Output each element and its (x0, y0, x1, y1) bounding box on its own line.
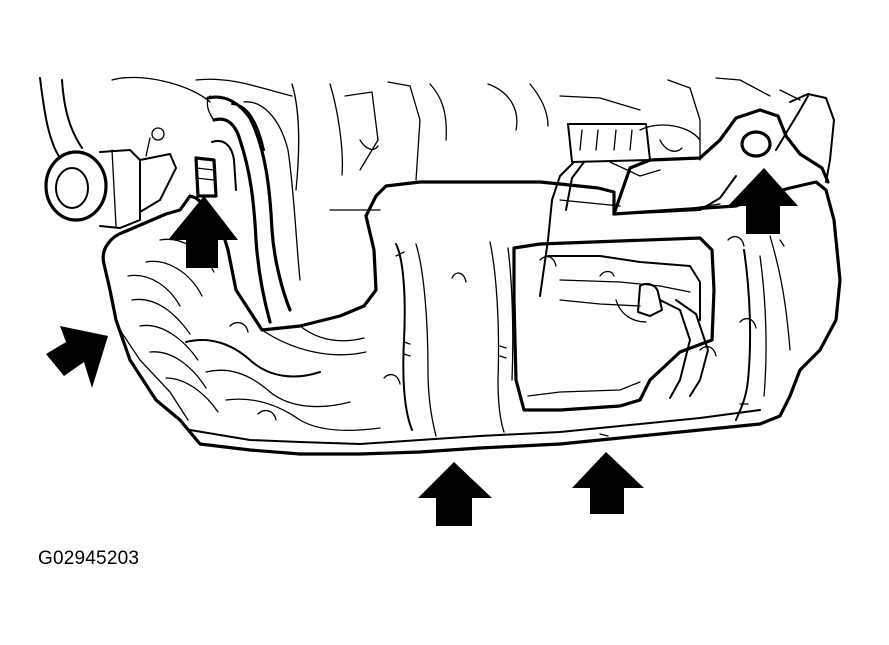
heat-shield (101, 180, 842, 456)
arrow-upper-right-bolt (728, 168, 798, 234)
arrow-upper-left-bolt (168, 196, 238, 268)
figure-id-label: G02945203 (38, 548, 140, 569)
background-engine-parts (39, 76, 835, 399)
arrows (46, 168, 798, 526)
arrow-left-side (46, 326, 108, 388)
arrow-bottom-right (572, 452, 644, 514)
arrow-bottom-center (418, 462, 492, 526)
